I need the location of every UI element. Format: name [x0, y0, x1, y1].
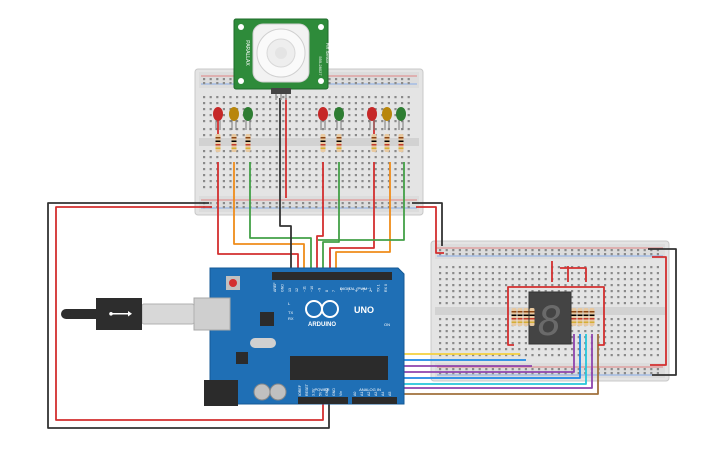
wire-red-5v-left [55, 206, 324, 421]
pin-label: ~5 [347, 288, 351, 292]
pin-label: IOREF [298, 384, 302, 396]
resistor [384, 134, 390, 152]
led-red-3 [367, 107, 377, 130]
pin-label: A1 [360, 392, 364, 396]
pin-label: 2 [369, 290, 373, 292]
resistor [583, 308, 589, 326]
led-green-3 [396, 107, 406, 130]
pin-label: 3.3V [312, 388, 316, 396]
resistor [336, 134, 342, 152]
arduino-analog-label: ANALOG IN [359, 387, 381, 392]
pin-label: A5 [388, 392, 392, 396]
led-amber-2 [382, 107, 392, 130]
led-green-2 [334, 107, 344, 130]
wire-red-led6 [329, 162, 375, 274]
pin-label: AREF [273, 282, 277, 292]
resistor [511, 308, 517, 326]
seven-segment-digit: 8 [538, 299, 562, 345]
resistor [231, 134, 237, 152]
arduino-led-tx: TX [288, 310, 293, 315]
right-resistors [511, 308, 595, 326]
resistor [371, 134, 377, 152]
arduino-model: UNO [354, 305, 374, 315]
usb-icon [109, 311, 132, 317]
wire-red-right-side [650, 256, 667, 366]
pin-label: RESET [305, 383, 309, 396]
pin-label: A4 [381, 392, 385, 396]
pin-label: 7 [332, 290, 336, 292]
resistor [571, 308, 577, 326]
arduino-uno: ARDUINO UNO DIGITAL (PWM~) ANALOG IN POW… [193, 267, 405, 406]
resistor [215, 134, 221, 152]
pin-label: TX 1 [377, 284, 381, 292]
wire-orange-led2 [233, 162, 305, 274]
pin-label: 13 [288, 288, 292, 292]
pin-label: ~3 [362, 288, 366, 292]
pin-label: 12 [295, 288, 299, 292]
wire-orange-led7 [335, 162, 391, 274]
pir-label-a: PIR Sensor [325, 43, 330, 64]
pin-label: 5V [318, 391, 322, 396]
pir-label-b: PARALLAX [244, 40, 250, 66]
pin-label: ~9 [317, 288, 321, 292]
wire-red-led4 [316, 162, 324, 274]
pir-label-c: 555-28027 [318, 56, 323, 76]
pin-label: RX 0 [384, 284, 388, 292]
arduino-logo [305, 300, 339, 318]
arduino-brand: ARDUINO [308, 322, 336, 328]
pin-label: A2 [367, 392, 371, 396]
resistor [577, 308, 583, 326]
pin-label: ~10 [310, 286, 314, 292]
pin-label: A3 [374, 392, 378, 396]
led-red-2 [318, 107, 328, 130]
arduino-led-l: L [288, 301, 291, 306]
resistor [589, 308, 595, 326]
wire-black-right-side [648, 248, 677, 376]
arduino-led-rx: RX [288, 316, 294, 321]
resistor [523, 308, 529, 326]
arduino-led-on: ON [384, 322, 390, 327]
wire-red-rail-right [416, 206, 444, 254]
seven-segment-display: 8 [528, 291, 572, 345]
pin-label: GND [280, 284, 284, 292]
wire-green-led8 [318, 162, 405, 241]
resistor [517, 308, 523, 326]
top-resistors [215, 134, 404, 152]
wire-green-led5 [322, 162, 340, 274]
wire-black-rail-right [412, 202, 443, 246]
resistor [529, 308, 535, 326]
pin-label: GND [332, 388, 336, 396]
resistor [398, 134, 404, 152]
led-red-1 [213, 107, 223, 130]
wire-green-led3 [249, 162, 312, 274]
led-green-1 [243, 107, 253, 130]
wire-red-led1 [217, 162, 299, 274]
leds [213, 107, 406, 130]
led-amber-1 [229, 107, 239, 130]
pin-label: Vin [339, 391, 343, 396]
wire-black-pir-gnd [279, 98, 292, 274]
pin-label: ~6 [340, 288, 344, 292]
pir-sensor: PIR Sensor PARALLAX 555-28027 [233, 18, 330, 100]
resistor [320, 134, 326, 152]
pin-label: ~11 [303, 286, 307, 292]
pin-label: GND [325, 388, 329, 396]
arduino-digital-label: DIGITAL (PWM~) [340, 286, 372, 291]
pin-label: 4 [354, 290, 358, 292]
top-breadboard [194, 68, 424, 216]
pin-label: 8 [325, 290, 329, 292]
arduino-power-label: POWER [314, 387, 329, 392]
usb-cable [61, 298, 195, 330]
wire-brown-seg [396, 334, 599, 395]
wire-black-gnd-left [47, 202, 330, 429]
pin-label: A0 [353, 392, 357, 396]
resistor [245, 134, 251, 152]
